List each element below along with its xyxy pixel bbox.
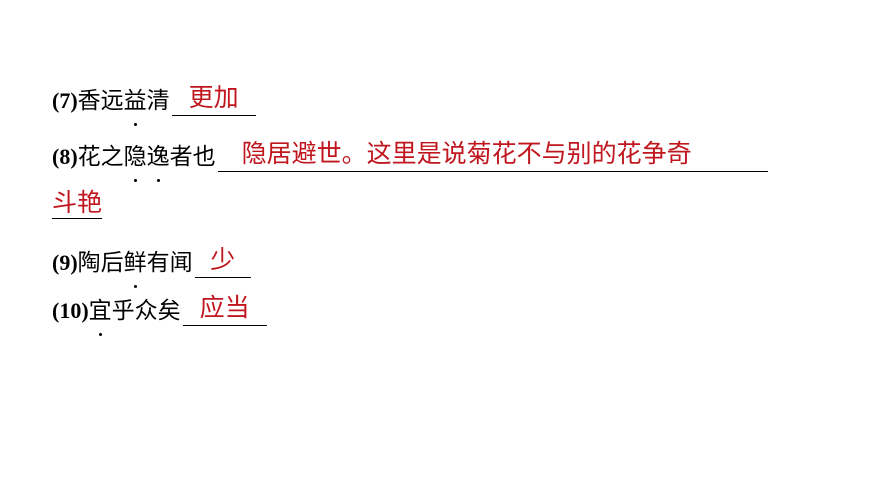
item-char: 之: [100, 144, 124, 170]
item-char: 者: [169, 144, 193, 170]
item-number: (9): [52, 250, 78, 275]
item-char: 陶: [77, 250, 101, 276]
answer-text-continued: 斗艳: [52, 188, 103, 219]
item-char: 矣: [157, 298, 181, 324]
item-char: 乎: [111, 298, 135, 324]
item-number: (8): [52, 144, 78, 169]
answer-text: 应当: [199, 293, 250, 322]
answer-blank: 更加: [171, 83, 256, 116]
item-8-continuation: 斗艳: [52, 188, 103, 222]
item-char: 闻: [169, 250, 193, 276]
item-char: 远: [100, 88, 124, 114]
item-8: (8) 花 之 隐 逸 者 也 隐居避世。这里是说菊花不与别的花争奇: [52, 138, 768, 182]
item-char-emphasized: 隐: [123, 144, 147, 182]
item-char: 花: [77, 144, 101, 170]
item-char: 后: [100, 250, 124, 276]
item-number: (10): [52, 298, 89, 323]
answer-text: 隐居避世。这里是说菊花不与别的花争奇: [241, 139, 692, 168]
item-char: 众: [134, 298, 158, 324]
item-char: 清: [146, 88, 170, 114]
answer-blank: 隐居避世。这里是说菊花不与别的花争奇: [217, 139, 768, 172]
answer-text: 少: [210, 245, 236, 274]
answer-blank: 应当: [182, 293, 267, 326]
item-7: (7) 香 远 益 清 更加: [52, 82, 256, 126]
item-number: (7): [52, 88, 78, 113]
item-char-emphasized: 鲜: [123, 250, 147, 288]
item-char: 也: [192, 144, 216, 170]
item-char: 有: [146, 250, 170, 276]
item-9: (9) 陶 后 鲜 有 闻 少: [52, 244, 251, 288]
answer-blank: 少: [194, 245, 251, 278]
item-char-emphasized: 益: [123, 88, 147, 126]
item-10: (10) 宜 乎 众 矣 应当: [52, 292, 267, 336]
item-char: 香: [77, 88, 101, 114]
answer-text: 更加: [188, 83, 239, 112]
item-char-emphasized: 逸: [146, 144, 170, 182]
item-char-emphasized: 宜: [88, 298, 112, 336]
